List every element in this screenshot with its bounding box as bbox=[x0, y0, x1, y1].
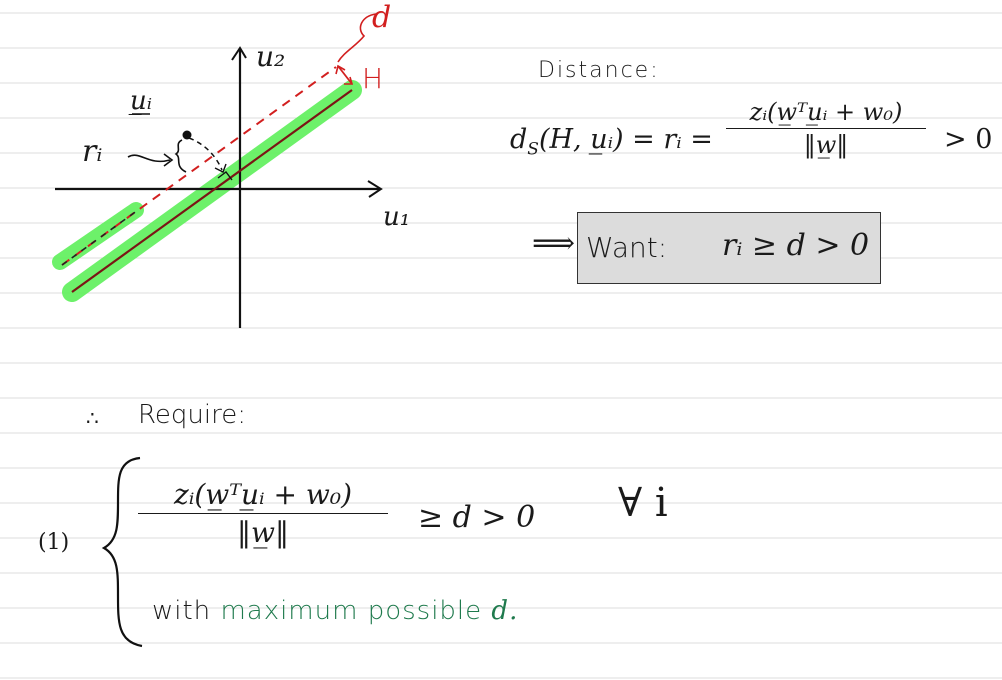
distance-numerator: zᵢ(w̲ᵀu̲ᵢ + w₀) bbox=[749, 98, 903, 126]
distance-denominator: ‖w̲‖ bbox=[803, 131, 849, 159]
distance-lhs: dS(H, u̲ᵢ) = rᵢ = bbox=[510, 124, 713, 159]
hyperplane-diagram bbox=[52, 13, 383, 328]
want-box: Want: rᵢ ≥ d > 0 bbox=[577, 212, 881, 284]
hyperplane-line bbox=[71, 89, 353, 293]
require-heading: Require: bbox=[138, 400, 246, 430]
max-d-text: d. bbox=[491, 596, 519, 626]
u2-axis-arrowhead bbox=[231, 46, 247, 61]
u1-axis-arrowhead bbox=[367, 180, 383, 198]
distance-lhs-sub: S bbox=[527, 139, 539, 160]
perpendicular-dashed bbox=[188, 137, 223, 171]
ri-arrow bbox=[127, 154, 171, 163]
distance-lhs-d: d bbox=[510, 124, 528, 155]
highlight-margin-line bbox=[52, 202, 144, 270]
margin-d-label: d bbox=[372, 0, 392, 35]
margin-d-arrow bbox=[337, 65, 353, 85]
distance-fraction-bar bbox=[726, 128, 926, 129]
equation-number: (1) bbox=[38, 530, 70, 555]
distance-heading: Distance: bbox=[538, 58, 660, 83]
require-fraction: zᵢ(w̲ᵀu̲ᵢ + w₀) ‖w̲‖ bbox=[138, 478, 388, 549]
data-point-ui bbox=[182, 130, 192, 140]
want-label: Want: bbox=[586, 231, 668, 264]
hyperplane-h-label: H bbox=[362, 62, 384, 95]
maximum-possible-text: maximum possible bbox=[220, 596, 483, 626]
margin-dashed-line-dark bbox=[61, 209, 139, 266]
right-angle-marker bbox=[217, 171, 233, 181]
u1-axis-label: u₁ bbox=[383, 202, 411, 232]
ri-brace bbox=[174, 139, 187, 173]
require-inequality: ≥ d > 0 bbox=[418, 500, 536, 535]
left-curly-brace bbox=[101, 456, 143, 648]
require-fraction-bar bbox=[138, 513, 388, 514]
for-all-i: ∀ i bbox=[618, 480, 668, 526]
point-ui-label: u̲ᵢ bbox=[130, 86, 152, 116]
implies-arrow: ⟹ bbox=[532, 226, 576, 261]
d-label-curve bbox=[337, 13, 377, 63]
with-text: with bbox=[152, 596, 212, 626]
margin-dashed-line bbox=[61, 66, 337, 266]
ri-label: rᵢ bbox=[82, 134, 103, 169]
want-expression: rᵢ ≥ d > 0 bbox=[722, 228, 870, 263]
with-max-line: with maximum possible d. bbox=[152, 596, 518, 626]
distance-rhs: > 0 bbox=[944, 124, 993, 155]
distance-fraction: zᵢ(w̲ᵀu̲ᵢ + w₀) ‖w̲‖ bbox=[726, 98, 926, 159]
require-numerator: zᵢ(w̲ᵀu̲ᵢ + w₀) bbox=[173, 478, 353, 511]
therefore-symbol: ∴ bbox=[86, 406, 99, 430]
require-denominator: ‖w̲‖ bbox=[237, 516, 289, 549]
distance-lhs-args: (H, u̲ᵢ) = rᵢ = bbox=[538, 124, 713, 155]
u2-axis-label: u₂ bbox=[256, 40, 286, 73]
